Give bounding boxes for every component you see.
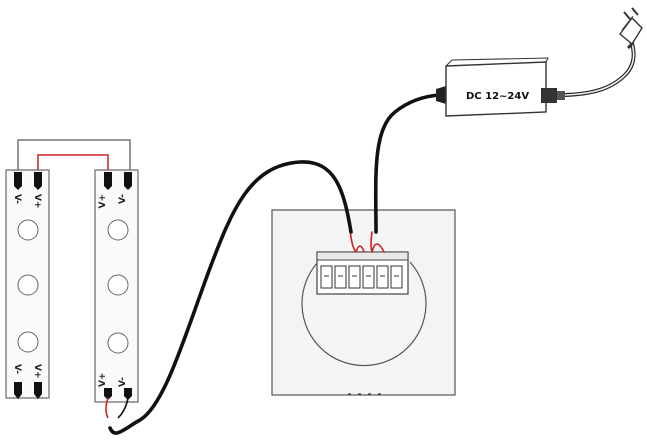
wall-plug-icon <box>619 7 643 50</box>
bridge-wire-red <box>37 154 109 170</box>
red-lead-right <box>370 231 385 253</box>
terminal-slots <box>320 265 403 289</box>
strip-1-bottom-pad-2 <box>34 382 42 399</box>
controller-panel <box>271 209 456 396</box>
strip-2-black-lead <box>117 397 129 419</box>
strip-1-led-3 <box>17 331 39 353</box>
power-supply: DC 12~24V <box>436 7 643 117</box>
led-strip-1: V- V+ V- V+ <box>5 169 50 399</box>
strip-1-bottom-label-1: V- <box>12 364 22 374</box>
strip-1-led-1 <box>17 219 39 241</box>
strip-2-bottom-label-1: V+ <box>98 372 108 387</box>
strip-1-top-label-1: V- <box>12 194 22 204</box>
strip-2-bottom-label-2: V- <box>118 377 128 387</box>
strip-2-top-pad-1 <box>104 172 112 190</box>
strip-2-bottom-pad-2 <box>124 388 132 400</box>
strip-1-bottom-pad-1 <box>14 382 22 399</box>
input-cable <box>373 93 442 234</box>
strip-2-led-3 <box>107 332 129 354</box>
strip-bridge-wires <box>17 139 131 170</box>
psu-body <box>445 61 547 117</box>
strip-1-led-2 <box>17 274 39 296</box>
strip-2-top-pad-2 <box>124 172 132 190</box>
strip-1-top-pad-2 <box>34 172 42 190</box>
output-cable <box>108 160 353 435</box>
psu-left-strain-relief <box>436 86 446 104</box>
strip-2-red-lead <box>105 397 109 419</box>
psu-right-cable <box>564 39 636 97</box>
led-strip-2: V+ V- V+ V- <box>94 169 139 403</box>
strip-2-led-2 <box>107 274 129 296</box>
bridge-wire-gray <box>17 139 131 170</box>
psu-right-plug <box>541 88 557 103</box>
psu-label: DC 12~24V <box>466 91 529 102</box>
strip-1-bottom-label-2: V+ <box>32 364 42 379</box>
strip-1-top-pad-1 <box>14 172 22 190</box>
strip-2-top-label-1: V+ <box>98 194 108 209</box>
strip-2-led-1 <box>107 219 129 241</box>
panel-plate <box>271 209 456 396</box>
strip-1-top-label-2: V+ <box>32 194 42 209</box>
strip-2-bottom-pad-1 <box>104 388 112 400</box>
strip-2-top-label-2: V- <box>118 194 128 204</box>
panel-mount-circle <box>301 261 427 367</box>
